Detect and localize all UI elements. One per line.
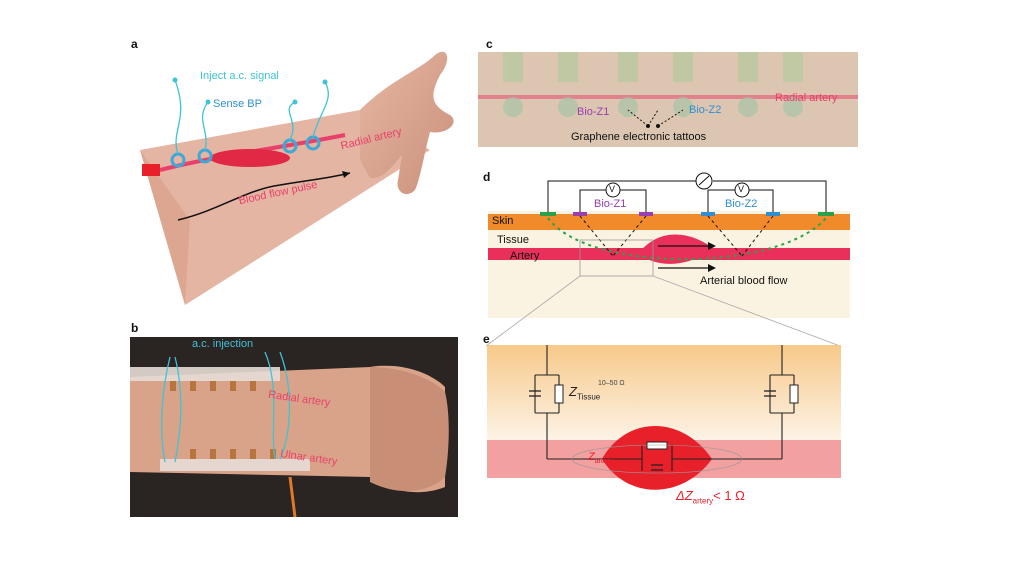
panel-d-cross-section-diagram [488,172,850,318]
z-artery-main: Z [588,451,595,463]
graphene-tattoos-label: Graphene electronic tattoos [571,131,707,143]
panel-d-bioz2-label: Bio-Z2 [725,198,758,210]
delta-z-sub: artery [692,496,714,506]
panel-a-letter: a [131,37,138,51]
sense-bp-label: Sense BP [213,98,262,110]
artery-layer-label: Artery [510,250,540,262]
panel-e-circuit-diagram [487,345,841,490]
zoom-connector-lines [485,275,841,347]
z-tissue-label: ZTissue [569,384,600,402]
panel-c-radial-artery-label: Radial artery [775,92,838,104]
panel-c-letter: c [486,37,493,51]
panel-d-bioz1-label: Bio-Z1 [594,198,627,210]
arterial-blood-flow-label: Arterial blood flow [700,275,788,287]
panel-c-bioz2-label: Bio-Z2 [689,104,722,116]
z-artery-sub: artery [594,458,613,466]
ac-injection-label: a.c. injection [192,338,254,350]
z-tissue-main: Z [569,384,577,399]
panel-c-tattoo-photo [478,52,858,147]
z-artery-label: Zartery [588,451,613,465]
delta-z-suffix: < 1 Ω [713,488,745,503]
panel-b-wrist-photo [130,337,458,517]
panel-e-letter: e [483,332,490,346]
panel-a-forearm-illustration [140,51,454,305]
z-tissue-sub: Tissue [576,392,601,402]
delta-z-artery-label: ΔZartery< 1 Ω [676,488,745,506]
skin-layer-label: Skin [492,215,514,227]
voltmeter-2-symbol: V [738,184,745,194]
z-tissue-range: 10–50 Ω [598,380,625,387]
delta-z-prefix: ΔZ [676,488,693,503]
panel-d-letter: d [483,170,491,184]
panel-b-letter: b [131,321,139,335]
panel-c-bioz1-label: Bio-Z1 [577,106,610,118]
inject-signal-label: Inject a.c. signal [200,70,279,82]
tissue-layer-label: Tissue [497,234,529,246]
voltmeter-1-symbol: V [609,184,616,194]
